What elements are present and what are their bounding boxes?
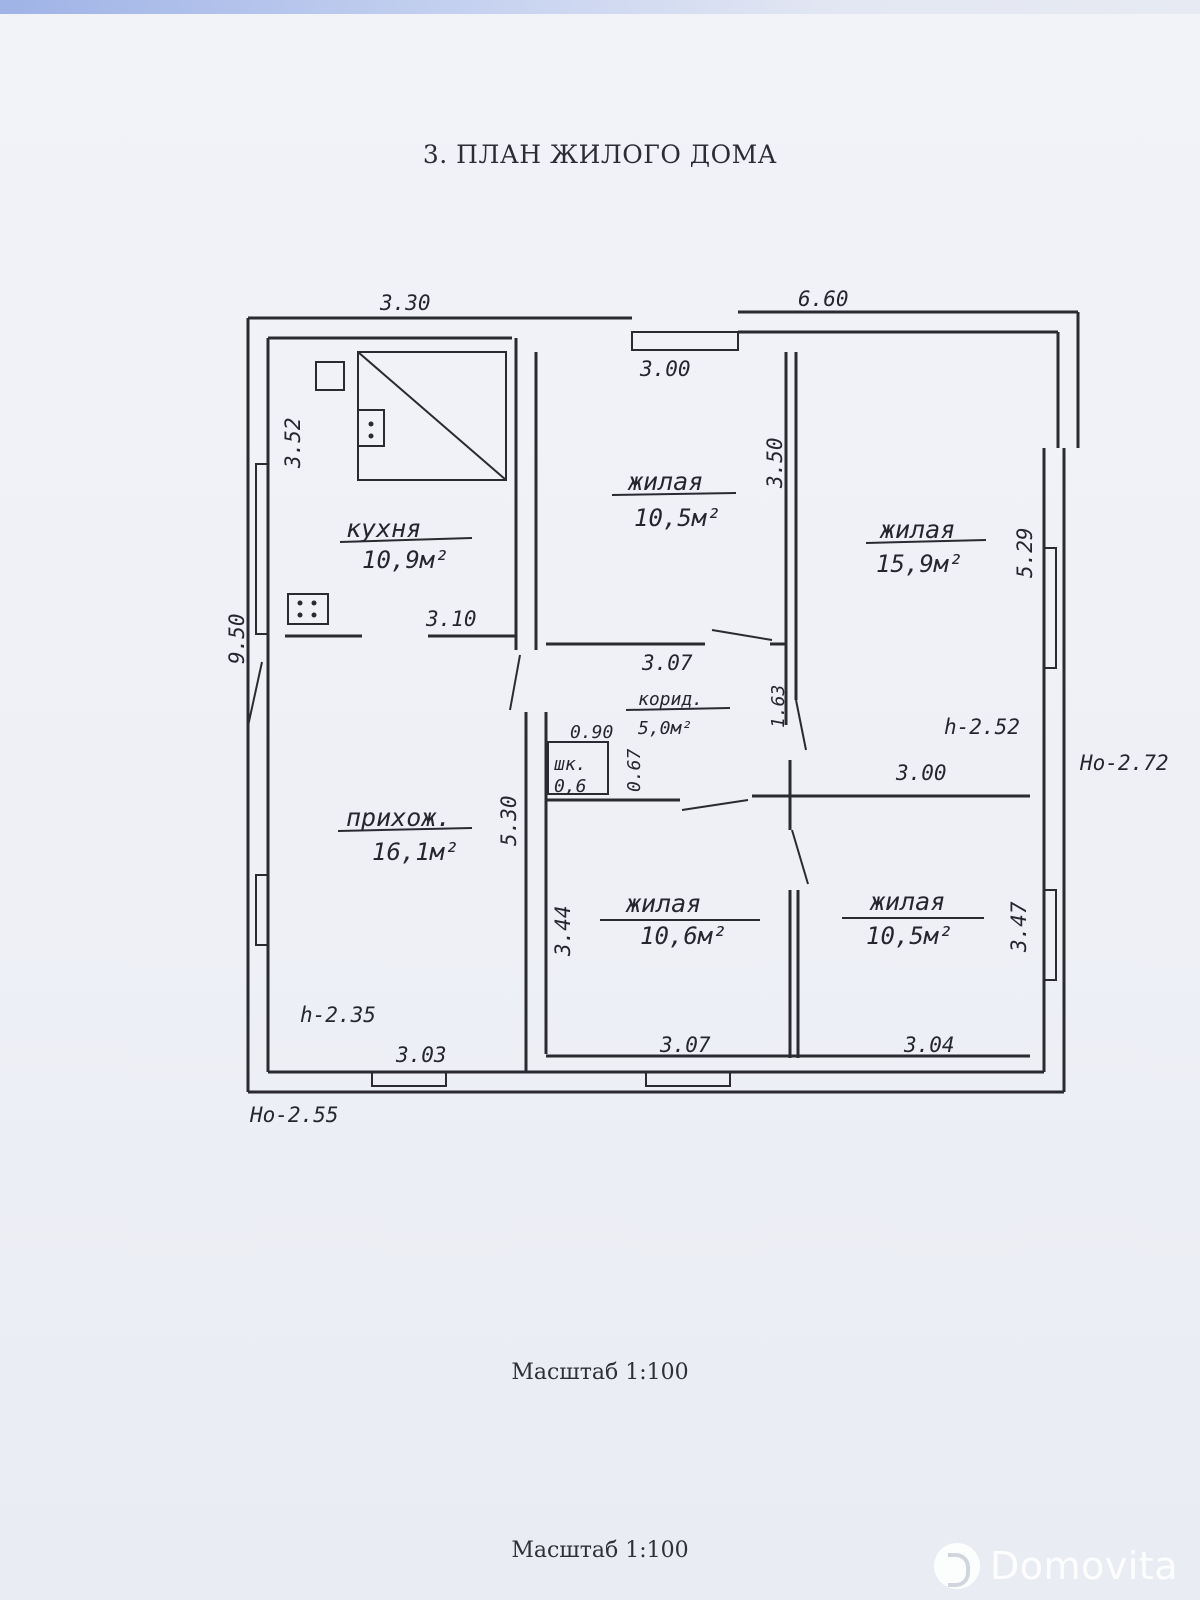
room-living3-name: жилая bbox=[625, 889, 701, 918]
room-kitchen-area: 10,9м² bbox=[362, 546, 449, 574]
room-hall-name: прихож. bbox=[346, 803, 451, 832]
dim-kitchen-hall: 3.10 bbox=[425, 607, 477, 631]
dim-room1-right: 3.50 bbox=[763, 437, 787, 489]
room-living3-area: 10,6м² bbox=[640, 922, 727, 950]
dim-bottom-room4: 3.07 bbox=[659, 1033, 711, 1057]
dim-corridor-top: 3.07 bbox=[641, 651, 693, 675]
room-kitchen-name: кухня bbox=[346, 514, 421, 543]
dim-room4-left: 3.44 bbox=[551, 905, 575, 957]
dim-closet-width: 0.90 bbox=[570, 722, 613, 743]
room-living4-name: жилая bbox=[869, 887, 945, 916]
height-bottom-ho: Ho-2.55 bbox=[249, 1103, 339, 1127]
dim-room3-top: 3.00 bbox=[895, 761, 947, 785]
dim-room1-top: 3.00 bbox=[639, 357, 691, 381]
domovita-logo-icon bbox=[933, 1543, 980, 1589]
dim-corridor-right: 1.63 bbox=[768, 685, 789, 728]
room-corridor-name: корид. bbox=[638, 689, 703, 710]
room-closet-name: шк. bbox=[554, 754, 587, 775]
room-living1-name: жилая bbox=[627, 467, 703, 496]
watermark: Domovita bbox=[933, 1540, 1178, 1592]
watermark-brand: Domovita bbox=[989, 1544, 1178, 1588]
height-right-ho: Ho-2.72 bbox=[1079, 751, 1169, 775]
dim-room5-right: 3.47 bbox=[1007, 901, 1031, 953]
stove-icon bbox=[287, 593, 329, 625]
dim-hall-right: 5.30 bbox=[497, 795, 521, 846]
dim-kitchen-left: 3.52 bbox=[281, 417, 305, 469]
room-living2-name: жилая bbox=[879, 515, 955, 544]
dim-top-left: 3.30 bbox=[379, 291, 431, 315]
dimension-labels: 3.30 6.60 3.52 9.50 3.00 3.50 5.29 3.10 … bbox=[225, 287, 1037, 1067]
room-hall-area: 16,1м² bbox=[372, 838, 459, 866]
dim-top-right: 6.60 bbox=[798, 287, 849, 311]
height-labels: h-2.35 h-2.52 Ho-2.72 Ho-2.55 bbox=[249, 715, 1169, 1127]
height-right: h-2.52 bbox=[944, 715, 1020, 739]
room-labels: кухня 10,9м² жилая 10,5м² жилая 15,9м² к… bbox=[337, 467, 987, 950]
outer-walls bbox=[246, 310, 1080, 1094]
room-living2-area: 15,9м² bbox=[876, 550, 963, 578]
paper-sheet bbox=[0, 14, 1200, 1600]
room-closet-area: 0,6 bbox=[554, 776, 587, 797]
room-corridor-area: 5,0м² bbox=[638, 718, 692, 739]
height-hall: h-2.35 bbox=[300, 1003, 376, 1027]
dim-bottom-room5: 3.04 bbox=[903, 1033, 955, 1057]
basin-icon bbox=[357, 409, 385, 447]
room-living4-area: 10,5м² bbox=[866, 922, 953, 950]
scale-label-1: Масштаб 1:100 bbox=[511, 1360, 689, 1385]
dim-bottom-hall: 3.03 bbox=[395, 1043, 447, 1067]
sink-icon bbox=[315, 361, 345, 391]
interior-walls bbox=[285, 338, 1030, 1072]
dim-room2-right: 5.29 bbox=[1013, 527, 1037, 578]
scale-label-2: Масштаб 1:100 bbox=[511, 1538, 689, 1563]
kitchen-fixtures bbox=[287, 351, 507, 625]
dim-left-total: 9.50 bbox=[225, 613, 249, 664]
room-living1-area: 10,5м² bbox=[634, 504, 721, 532]
dim-closet-depth: 0.67 bbox=[624, 748, 645, 792]
plan-title: 3. ПЛАН ЖИЛОГО ДОМА bbox=[422, 140, 778, 169]
